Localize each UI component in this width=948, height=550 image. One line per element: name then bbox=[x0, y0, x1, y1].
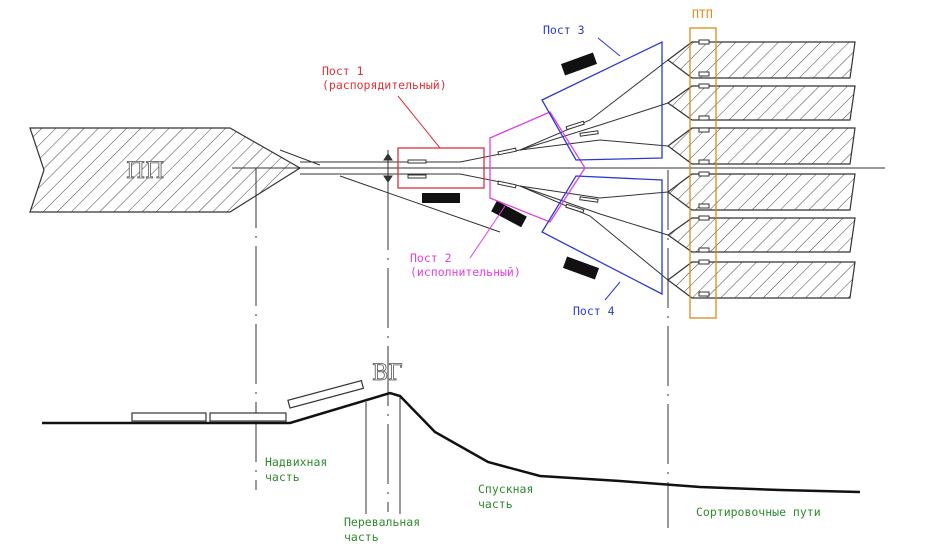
zone-spusknaya-2: часть bbox=[478, 497, 513, 511]
control-tower-blocks bbox=[422, 52, 600, 280]
post1-subtitle: (распорядительный) bbox=[322, 78, 447, 92]
pp-label: ПП bbox=[126, 159, 164, 184]
hump-profile bbox=[42, 391, 861, 494]
post2-shape bbox=[489, 111, 586, 223]
zone-sortirovochnye: Сортировочные пути bbox=[696, 505, 821, 519]
switch-marks bbox=[407, 120, 599, 214]
post2-leader bbox=[469, 205, 506, 259]
ptp-marks bbox=[698, 39, 710, 297]
wagons bbox=[131, 379, 365, 422]
zone-spusknaya-1: Спускная bbox=[478, 482, 533, 496]
sorting-tracks bbox=[666, 41, 856, 299]
post1-title: Пост 1 bbox=[322, 64, 364, 78]
zone-perevalnaya-2: часть bbox=[344, 530, 379, 544]
post4-leader bbox=[604, 281, 621, 301]
post3-shape bbox=[541, 40, 663, 161]
post1-leader bbox=[397, 95, 441, 149]
ptp-label: ПТП bbox=[692, 7, 713, 21]
post2-title: Пост 2 bbox=[410, 251, 452, 265]
post3-label: Пост 3 bbox=[543, 23, 585, 37]
ptp-strip bbox=[689, 27, 717, 319]
vg-label: ВГ bbox=[372, 361, 403, 386]
post4-shape bbox=[541, 175, 663, 296]
zone-nadvizhnaya-2: часть bbox=[265, 470, 300, 484]
post3-leader bbox=[597, 37, 621, 57]
section-guides bbox=[255, 168, 669, 528]
zone-nadvizhnaya-1: Надвихная bbox=[265, 455, 327, 469]
post2-subtitle: (исполнительный) bbox=[410, 265, 521, 279]
hump-crest-marker bbox=[383, 150, 393, 190]
post1-box bbox=[397, 147, 485, 189]
post4-label: Пост 4 bbox=[573, 304, 615, 318]
zone-perevalnaya-1: Перевальная bbox=[344, 515, 420, 529]
track-lines bbox=[232, 59, 885, 281]
receiving-park bbox=[29, 127, 302, 213]
